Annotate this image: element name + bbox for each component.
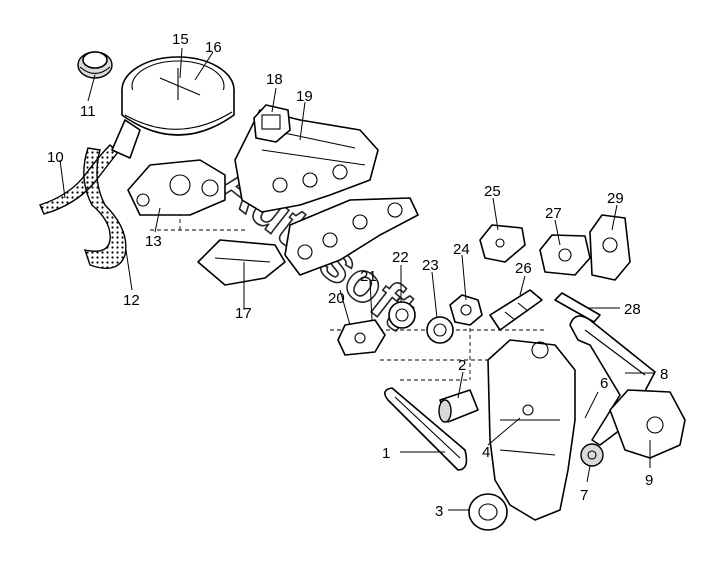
callout-6: 6 [600,375,608,392]
injection-pump-part [609,389,686,459]
callout-labels: 1 2 3 4 6 7 8 9 10 11 12 13 15 16 17 18 … [47,31,668,520]
callout-2: 2 [458,357,466,374]
throttle-body-part [127,159,226,216]
callout-20: 20 [328,290,345,307]
oil-filter-part [438,389,479,423]
callout-3: 3 [435,503,443,520]
timing-cover-part [487,339,576,521]
callout-28: 28 [624,301,641,318]
callout-16: 16 [205,39,222,56]
callout-25: 25 [484,183,501,200]
callout-4: 4 [482,444,490,461]
callout-22: 22 [392,249,409,266]
pump-housing-part [589,214,631,281]
callout-13: 13 [145,233,162,250]
drive-belt-part [384,387,468,471]
callout-19: 19 [296,88,313,105]
exhaust-manifold-part [284,197,419,276]
sprocket-part [580,443,604,467]
timing-belt-part [569,315,656,446]
callout-15: 15 [172,31,189,48]
callout-11: 11 [80,103,96,120]
callout-1: 1 [382,445,390,462]
callout-21: 21 [360,268,377,285]
leader-lines [59,47,655,511]
callout-29: 29 [607,190,624,207]
callout-24: 24 [453,241,470,258]
callout-18: 18 [266,71,283,88]
air-filter-housing-part [121,56,235,136]
callout-9: 9 [645,472,653,489]
throttle-plate-part [253,104,291,143]
mounting-bracket-part [337,319,386,356]
callout-27: 27 [545,205,562,222]
callout-7: 7 [580,487,588,504]
callout-17: 17 [235,305,252,322]
callout-8: 8 [660,366,668,383]
callout-26: 26 [515,260,532,277]
filler-cap-part [77,51,113,79]
heat-shield-part [197,239,286,286]
callout-12: 12 [123,292,140,309]
vacuum-pump-part [539,234,591,276]
crank-pulley-part [468,493,508,531]
idler-pulley-part [388,301,416,329]
intake-hose-part [83,119,141,269]
gasket-strip-part [554,292,601,323]
callout-23: 23 [422,257,439,274]
timing-shaft-part [489,289,543,331]
water-pump-part [449,294,483,326]
tensioner-roller-part [426,316,454,344]
callout-10: 10 [47,149,64,166]
sensor-bracket-part [479,224,526,263]
